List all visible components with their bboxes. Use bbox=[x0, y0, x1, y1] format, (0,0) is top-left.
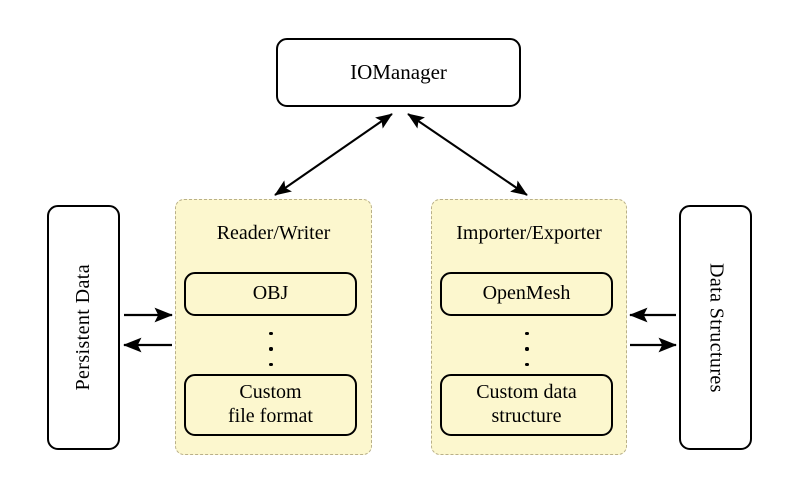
node-persistent-data[interactable]: Persistent Data bbox=[47, 205, 120, 450]
node-iomanager-label: IOManager bbox=[350, 60, 447, 85]
arrow-iomanager-importerexporter bbox=[407, 113, 528, 196]
node-data-structures[interactable]: Data Structures bbox=[679, 205, 752, 450]
node-data-structures-label: Data Structures bbox=[705, 262, 728, 393]
node-iomanager[interactable]: IOManager bbox=[276, 38, 521, 107]
node-custom-data-structure-label-line1: Custom data bbox=[476, 381, 577, 404]
panel-reader-writer-title: Reader/Writer bbox=[216, 222, 331, 244]
ellipsis-importer-exporter-icon bbox=[520, 332, 534, 366]
node-openmesh-label: OpenMesh bbox=[482, 282, 571, 305]
node-custom-data-structure-label-line2: structure bbox=[491, 405, 562, 427]
node-obj-label: OBJ bbox=[252, 282, 289, 305]
node-custom-file-format-label-line2: file format bbox=[228, 405, 313, 427]
node-custom-file-format[interactable]: Custom file format bbox=[184, 374, 357, 436]
panel-importer-exporter-title: Importer/Exporter bbox=[456, 222, 602, 244]
ellipsis-reader-writer-icon bbox=[264, 332, 278, 366]
node-custom-data-structure[interactable]: Custom data structure bbox=[440, 374, 613, 436]
arrow-iomanager-readerwriter bbox=[274, 113, 393, 196]
node-openmesh[interactable]: OpenMesh bbox=[440, 272, 613, 316]
node-custom-file-format-label-line1: Custom bbox=[239, 381, 302, 404]
node-obj[interactable]: OBJ bbox=[184, 272, 357, 316]
node-persistent-data-label: Persistent Data bbox=[71, 264, 94, 391]
